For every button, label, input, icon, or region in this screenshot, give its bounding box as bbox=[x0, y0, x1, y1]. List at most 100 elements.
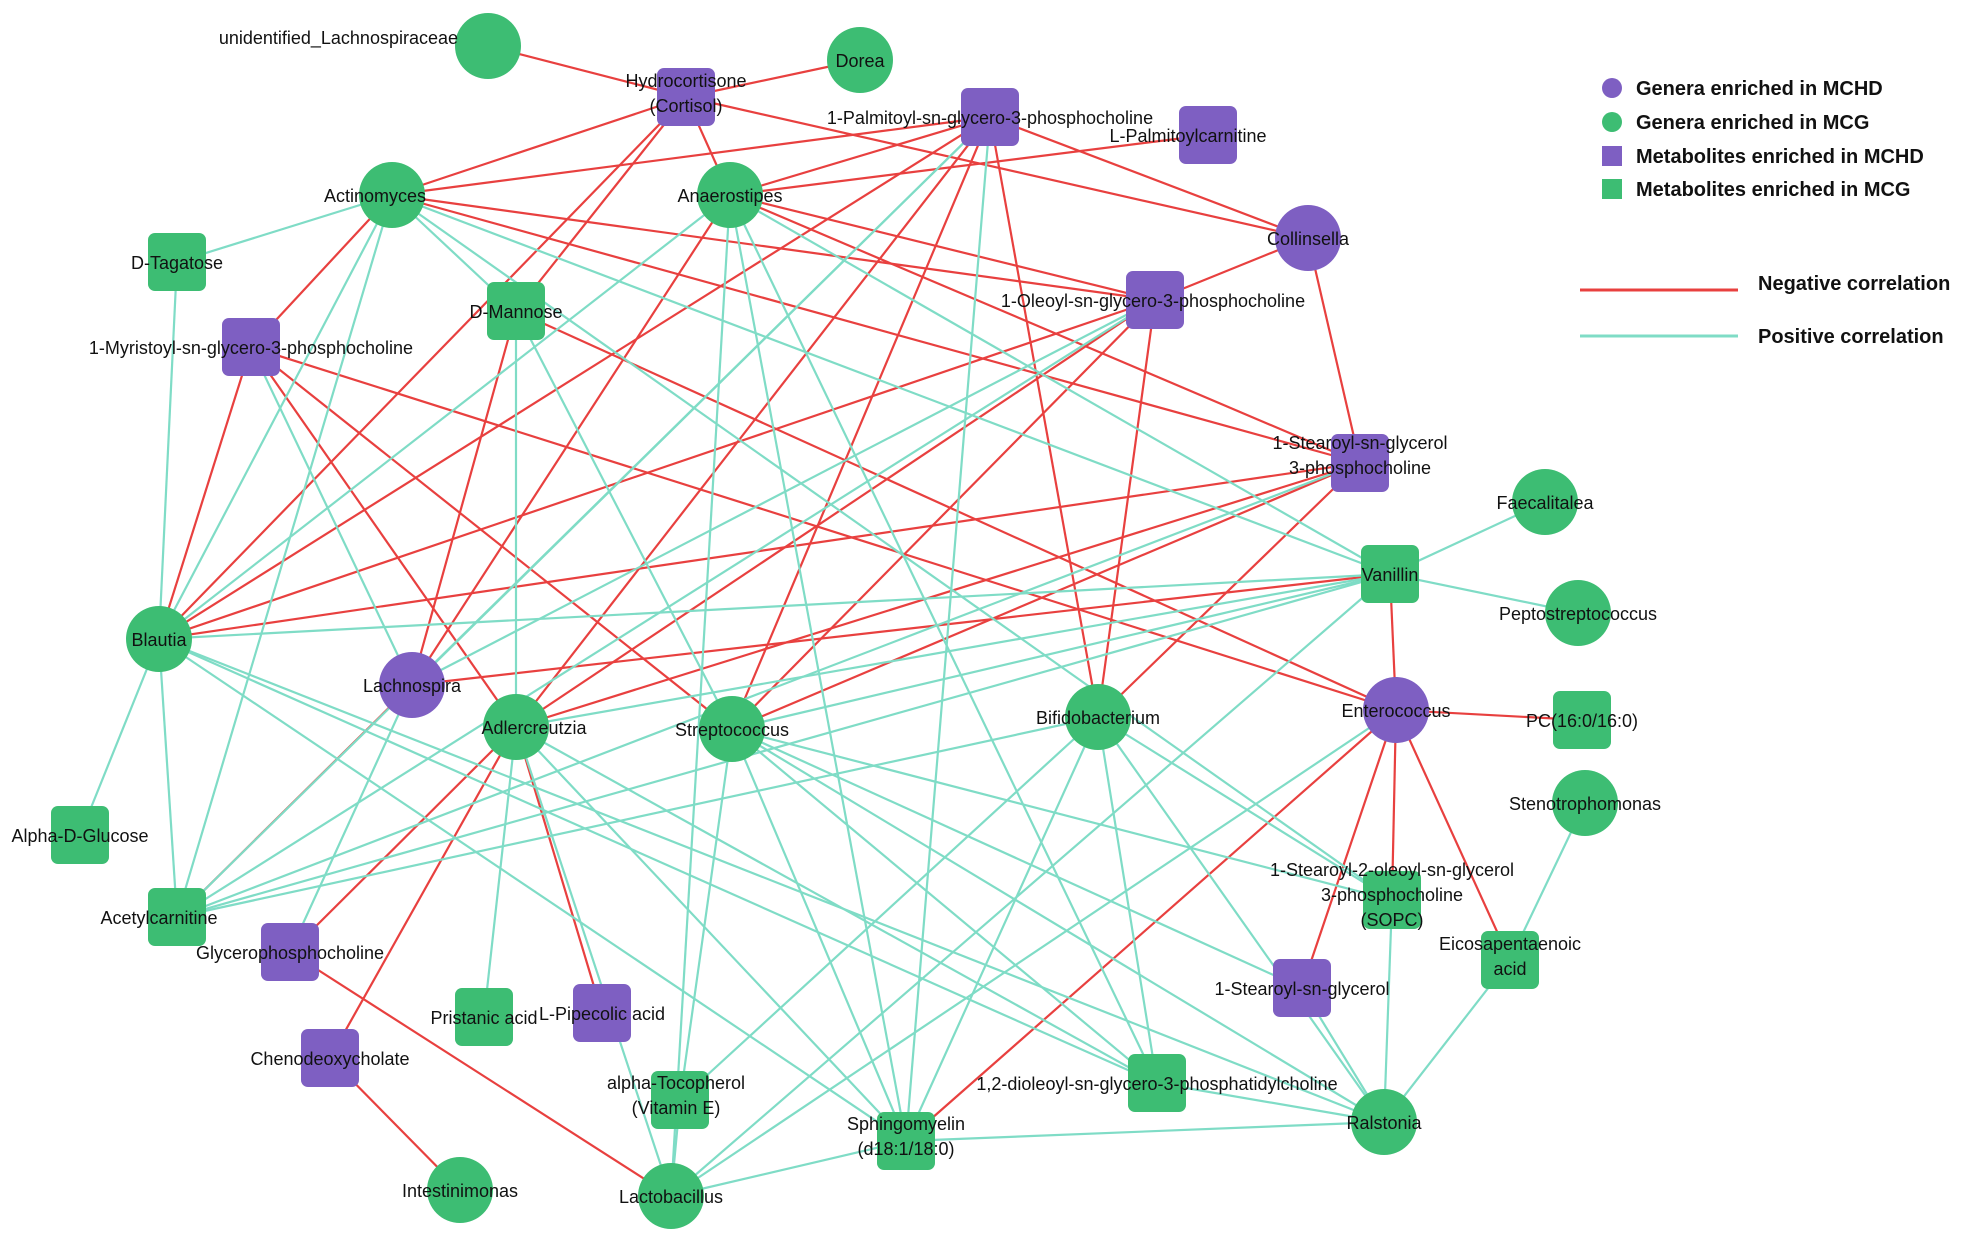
genus-node-dorea[interactable] bbox=[827, 27, 893, 93]
genus-node-blautia[interactable] bbox=[126, 606, 192, 672]
metabolite-node-vanil[interactable] bbox=[1361, 545, 1419, 603]
genus-node-ralst[interactable] bbox=[1351, 1089, 1417, 1155]
negative-edge-anaero-stearpc bbox=[729, 193, 1361, 465]
positive-edge-lachno-glyc bbox=[288, 684, 414, 953]
negative-edge-stearpc-blautia bbox=[158, 461, 1361, 641]
positive-edge-adler-dopc bbox=[515, 726, 1158, 1084]
node-label-line-lpalm-0: L-Palmitoylcarnitine bbox=[1109, 126, 1266, 146]
positive-edge-anaero-dopc bbox=[729, 194, 1158, 1084]
node-label-line-bifido-0: Bifidobacterium bbox=[1036, 708, 1160, 728]
negative-edge-myripc-strep bbox=[250, 346, 733, 730]
node-label-line-stearpc-1: 3-phosphocholine bbox=[1289, 458, 1431, 478]
negative-edge-glyc-lacto bbox=[289, 951, 672, 1197]
negative-edge-unident-cortisol bbox=[487, 44, 687, 99]
node-label-line-lachno-0: Lachnospira bbox=[363, 676, 462, 696]
positive-edge-entero-lacto bbox=[670, 709, 1397, 1197]
node-label-line-acetyl-0: Acetylcarnitine bbox=[100, 908, 217, 928]
positive-edge-actino-sopc bbox=[391, 194, 1393, 901]
node-label-line-glyc-0: Glycerophosphocholine bbox=[196, 943, 384, 963]
metabolite-node-toco[interactable] bbox=[651, 1071, 709, 1129]
genus-node-stenot[interactable] bbox=[1552, 770, 1618, 836]
metabolite-node-glyc[interactable] bbox=[261, 923, 319, 981]
node-label-sphing: Sphingomyelin(d18:1/18:0) bbox=[847, 1114, 965, 1159]
positive-edge-strep-ralst bbox=[731, 728, 1385, 1123]
metabolite-node-pc16[interactable] bbox=[1553, 691, 1611, 749]
metabolite-node-epa[interactable] bbox=[1481, 931, 1539, 989]
negative-edge-dman-entero bbox=[515, 309, 1397, 712]
genus-node-intest[interactable] bbox=[427, 1157, 493, 1223]
genus-node-unident[interactable] bbox=[455, 13, 521, 79]
node-label-cheno: Chenodeoxycholate bbox=[250, 1049, 409, 1069]
metabolite-node-dopc[interactable] bbox=[1128, 1054, 1186, 1112]
positive-edge-adler-sphing bbox=[515, 726, 907, 1142]
positive-edge-actino-blautia bbox=[158, 194, 393, 640]
metabolite-node-cheno[interactable] bbox=[301, 1029, 359, 1087]
node-label-prist: Pristanic acid bbox=[430, 1008, 537, 1028]
metabolite-node-prist[interactable] bbox=[455, 988, 513, 1046]
negative-edge-palmpc-blautia bbox=[158, 116, 991, 640]
metabolite-node-stsg[interactable] bbox=[1273, 959, 1331, 1017]
negative-edge-palmpc-strep bbox=[730, 116, 992, 730]
genus-node-faecal[interactable] bbox=[1512, 469, 1578, 535]
positive-edge-adler-prist bbox=[482, 726, 518, 1018]
metabolite-node-dtag[interactable] bbox=[148, 233, 206, 291]
genus-node-actino[interactable] bbox=[359, 162, 425, 228]
edges-layer bbox=[78, 44, 1586, 1198]
node-label-line-sopc-2: (SOPC) bbox=[1361, 910, 1424, 930]
node-label-lacto: Lactobacillus bbox=[619, 1187, 723, 1207]
negative-edge-palmpc-actino bbox=[391, 115, 991, 197]
legend-genus-mchd-label: Genera enriched in MCHD bbox=[1636, 78, 1883, 100]
genus-node-lacto[interactable] bbox=[638, 1163, 704, 1229]
genus-node-adler[interactable] bbox=[483, 694, 549, 760]
negative-edge-entero-stsg bbox=[1300, 709, 1398, 989]
node-label-line-dopc-0: 1,2-dioleoyl-sn-glycero-3-phosphatidylch… bbox=[976, 1074, 1337, 1094]
metabolite-node-oleopc[interactable] bbox=[1126, 271, 1184, 329]
node-label-bifido: Bifidobacterium bbox=[1036, 708, 1160, 728]
node-label-lachno: Lachnospira bbox=[363, 676, 462, 696]
genus-node-strep[interactable] bbox=[699, 696, 765, 762]
legend: Genera enriched in MCHD Genera enriched … bbox=[1580, 78, 1950, 348]
negative-edge-cortisol-dman bbox=[515, 96, 687, 312]
metabolite-node-stearpc[interactable] bbox=[1331, 434, 1389, 492]
genus-node-collin[interactable] bbox=[1275, 205, 1341, 271]
node-label-line-strep-0: Streptococcus bbox=[675, 720, 789, 740]
node-label-line-dman-0: D-Mannose bbox=[469, 302, 562, 322]
positive-edge-palmpc-acetyl bbox=[176, 116, 991, 918]
metabolite-node-cortisol[interactable] bbox=[657, 68, 715, 126]
node-label-line-adler-0: Adlercreutzia bbox=[481, 718, 587, 738]
positive-edge-blautia-dopc bbox=[158, 637, 1158, 1085]
negative-edge-myripc-adler bbox=[250, 346, 517, 728]
node-label-actino: Actinomyces bbox=[324, 186, 426, 206]
genus-node-bifido[interactable] bbox=[1065, 684, 1131, 750]
genus-node-anaero[interactable] bbox=[697, 162, 763, 228]
metabolite-node-sopc[interactable] bbox=[1363, 871, 1421, 929]
node-label-line-ralst-0: Ralstonia bbox=[1346, 1113, 1422, 1133]
node-label-line-myripc-0: 1-Myristoyl-sn-glycero-3-phosphocholine bbox=[89, 338, 413, 358]
metabolite-node-myripc[interactable] bbox=[222, 318, 280, 376]
genus-node-entero[interactable] bbox=[1363, 677, 1429, 743]
metabolite-node-lpalm[interactable] bbox=[1179, 106, 1237, 164]
metabolite-node-adglu[interactable] bbox=[51, 806, 109, 864]
node-label-strep: Streptococcus bbox=[675, 720, 789, 740]
metabolite-node-acetyl[interactable] bbox=[148, 888, 206, 946]
node-label-line-pepto-0: Peptostreptococcus bbox=[1499, 604, 1657, 624]
legend-genus-mcg-marker bbox=[1602, 112, 1622, 132]
metabolite-node-sphing[interactable] bbox=[877, 1112, 935, 1170]
genus-node-lachno[interactable] bbox=[379, 652, 445, 718]
node-label-adler: Adlercreutzia bbox=[481, 718, 587, 738]
metabolite-node-dman[interactable] bbox=[487, 282, 545, 340]
metabolite-node-pipec[interactable] bbox=[573, 984, 631, 1042]
node-label-line-stsg-0: 1-Stearoyl-sn-glycerol bbox=[1214, 979, 1389, 999]
node-label-line-stearpc-0: 1-Stearoyl-sn-glycerol bbox=[1272, 433, 1447, 453]
node-label-unident: unidentified_Lachnospiraceae bbox=[219, 28, 458, 49]
genus-node-pepto[interactable] bbox=[1545, 580, 1611, 646]
metabolite-node-palmpc[interactable] bbox=[961, 88, 1019, 146]
negative-edge-myripc-blautia bbox=[157, 346, 253, 640]
positive-edge-strep-sopc bbox=[731, 727, 1393, 902]
positive-edge-actino-acetyl bbox=[175, 194, 394, 918]
negative-edge-palmpc-adler bbox=[515, 116, 991, 728]
positive-edge-bifido-acetyl bbox=[176, 715, 1099, 919]
legend-negative-label: Negative correlation bbox=[1758, 273, 1950, 295]
node-label-line-collin-0: Collinsella bbox=[1267, 229, 1350, 249]
